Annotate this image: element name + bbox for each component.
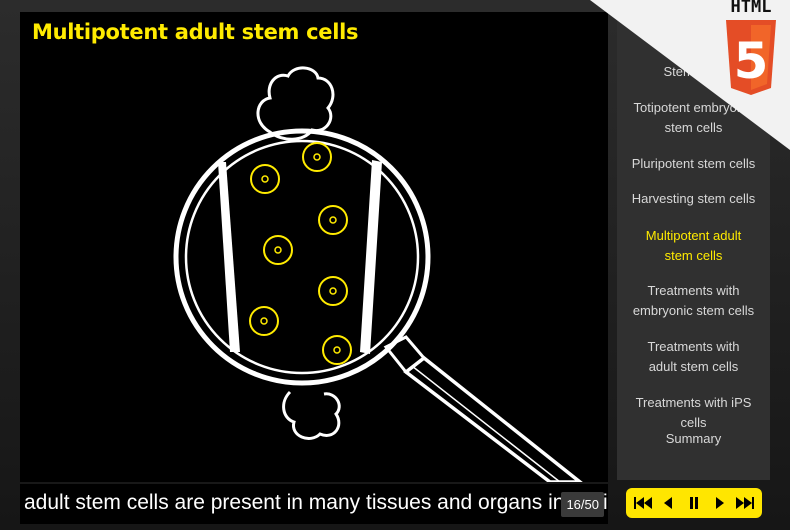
tissue-bottom: [282, 390, 341, 440]
html5-word: HTML: [730, 0, 772, 17]
menu-item-treatments-ips[interactable]: Treatments with iPS cells: [635, 395, 752, 430]
skip-first-icon[interactable]: [632, 492, 654, 514]
step-forward-icon[interactable]: [709, 492, 731, 514]
page-counter: 16/50: [561, 492, 604, 517]
stem-cells: [249, 142, 352, 365]
html5-numeral: 5: [734, 32, 769, 90]
pause-icon[interactable]: [683, 492, 705, 514]
slide-title: Multipotent adult stem cells: [32, 20, 359, 44]
menu-item-treatments-embryonic[interactable]: Treatments with embryonic stem cells: [632, 283, 755, 318]
tissue-top: [256, 66, 335, 141]
magnifying-glass-illustration: [173, 66, 583, 482]
caption-text: adult stem cells are present in many tis…: [24, 491, 608, 514]
html5-logo: HTML 5: [712, 0, 790, 100]
step-back-icon[interactable]: [657, 492, 679, 514]
caption-bar: adult stem cells are present in many tis…: [20, 484, 608, 524]
playback-controls: [626, 488, 762, 518]
skip-last-icon[interactable]: [734, 492, 756, 514]
slide-stage: Multipotent adult stem cells: [20, 12, 608, 482]
menu-item-treatments-adult[interactable]: Treatments with adult stem cells: [647, 339, 740, 374]
menu-item-harvesting[interactable]: Harvesting stem cells: [631, 191, 756, 206]
menu-item-summary[interactable]: Summary: [665, 431, 722, 446]
html5-shield-icon: 5: [726, 20, 776, 95]
menu-item-pluripotent[interactable]: Pluripotent stem cells: [631, 156, 756, 171]
menu-item-multipotent[interactable]: Multipotent adult stem cells: [645, 228, 742, 263]
